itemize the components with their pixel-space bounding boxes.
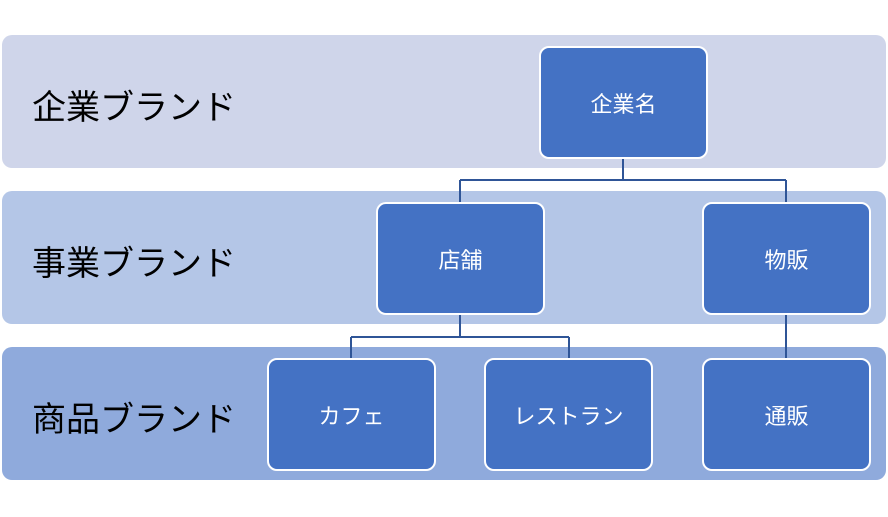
- tier-label-business: 事業ブランド: [32, 244, 236, 284]
- node-store: 店舗: [376, 202, 545, 315]
- connector-store-to-products: [350, 314, 570, 360]
- band-corporate-brand: 企業ブランド: [2, 35, 886, 168]
- tier-label-product: 商品ブランド: [32, 400, 236, 440]
- node-goods: 物販: [702, 202, 871, 315]
- node-company-name: 企業名: [539, 46, 708, 159]
- node-restaurant: レストラン: [484, 358, 653, 471]
- tier-label-corporate: 企業ブランド: [32, 88, 236, 128]
- node-mail-order: 通販: [702, 358, 871, 471]
- connector-company-to-business: [459, 158, 787, 204]
- node-cafe: カフェ: [267, 358, 436, 471]
